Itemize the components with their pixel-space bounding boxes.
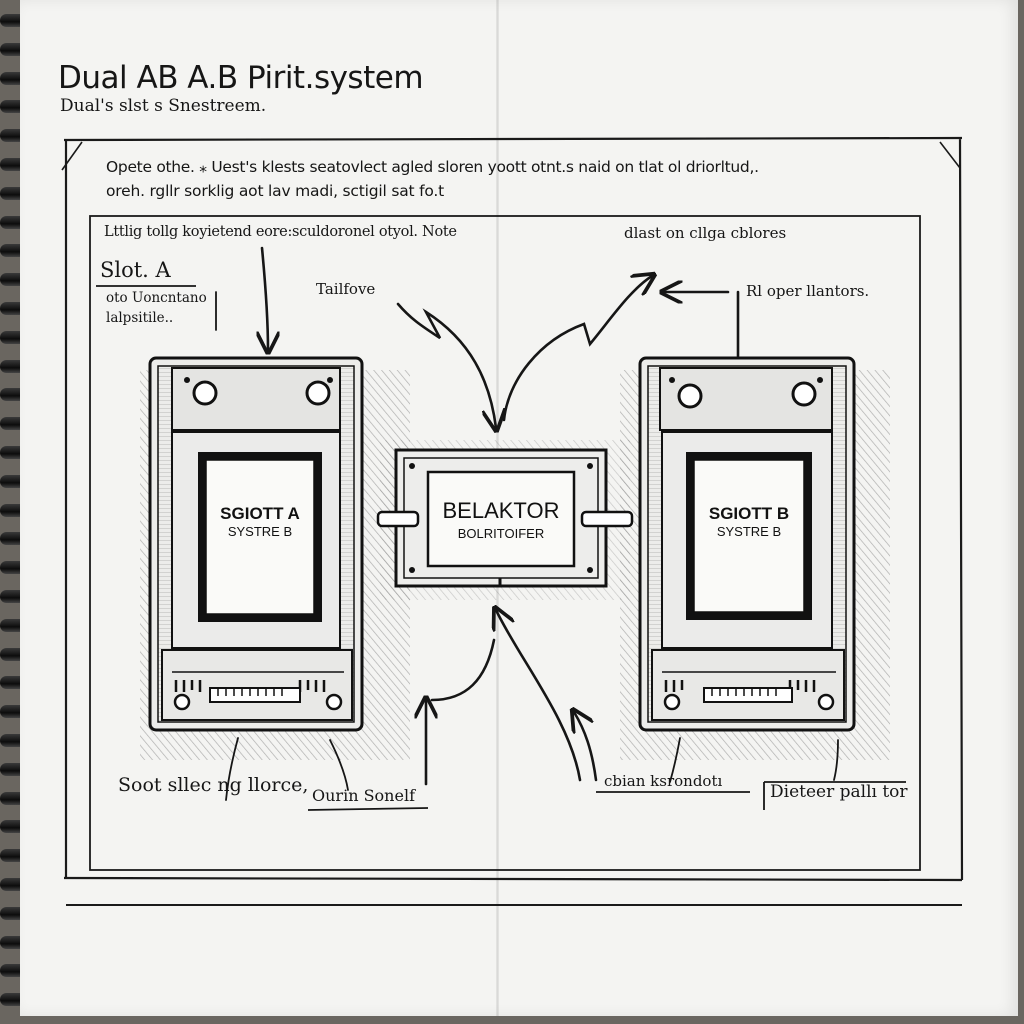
diagram-title: Dual AB A.B Pirit.system [58, 60, 424, 96]
device-left [148, 356, 364, 732]
bottom-label-right-b: Dieteer pallı tor [770, 782, 908, 802]
device-left-label-2: SYSTRE B [227, 524, 293, 539]
knob-icon [305, 380, 331, 406]
device-left-label-1: SGIOTT A [220, 504, 300, 523]
arrow-icon [574, 712, 598, 782]
center-box-label-2: BOLRITOIFER [457, 526, 545, 541]
inner-header-left: Lttlig tollg koyietend eore:sculdoronel … [104, 224, 457, 240]
bottom-label-left: Soot sllec ng llorce, [118, 774, 309, 796]
arrow-icon [262, 246, 268, 350]
knob-icon [677, 383, 703, 409]
knob-icon [192, 380, 218, 406]
slot-a-title: Slot. A [100, 258, 171, 282]
connector-pin-icon [376, 510, 420, 528]
arrow-icon [502, 276, 652, 422]
right-note: Rl oper llantors. [746, 282, 870, 300]
outer-frame [63, 136, 964, 882]
arrow-icon [396, 302, 496, 428]
intro-line-1: Opete othe. ⁎ Uest's klests seatovlect a… [106, 158, 759, 176]
arrow-icon [430, 638, 496, 702]
center-box-label-1: BELAKTOR [442, 498, 560, 523]
failover-label: Tailfove [316, 280, 376, 298]
device-right-label-2: SYSTRE B [716, 524, 782, 539]
intro-line-2: oreh. rgllr sorklig aot lav madi, sctigi… [106, 182, 444, 200]
knob-icon [791, 381, 817, 407]
device-right-label-1: SGIOTT B [708, 504, 790, 523]
slot-a-line-2: lalpsitile.. [106, 310, 174, 326]
slot-a-line-1: oto Uoncntano [106, 290, 207, 306]
inner-header-right: dlast on cllga cblores [624, 224, 787, 242]
device-right [638, 356, 856, 732]
inner-frame [89, 215, 921, 871]
device-left-screen [205, 459, 315, 615]
device-right-screen [693, 459, 805, 613]
connector-pin-icon [580, 510, 634, 528]
bottom-label-mid: Ourin Sonelf [312, 786, 415, 805]
outer-frame-corner [61, 141, 961, 171]
bottom-label-right-a: cbian ksrondotı [604, 772, 723, 790]
arrow-icon [496, 610, 582, 782]
center-balancer [376, 448, 634, 588]
diagram-subtitle: Dual's slst s Snestreem. [60, 96, 267, 116]
